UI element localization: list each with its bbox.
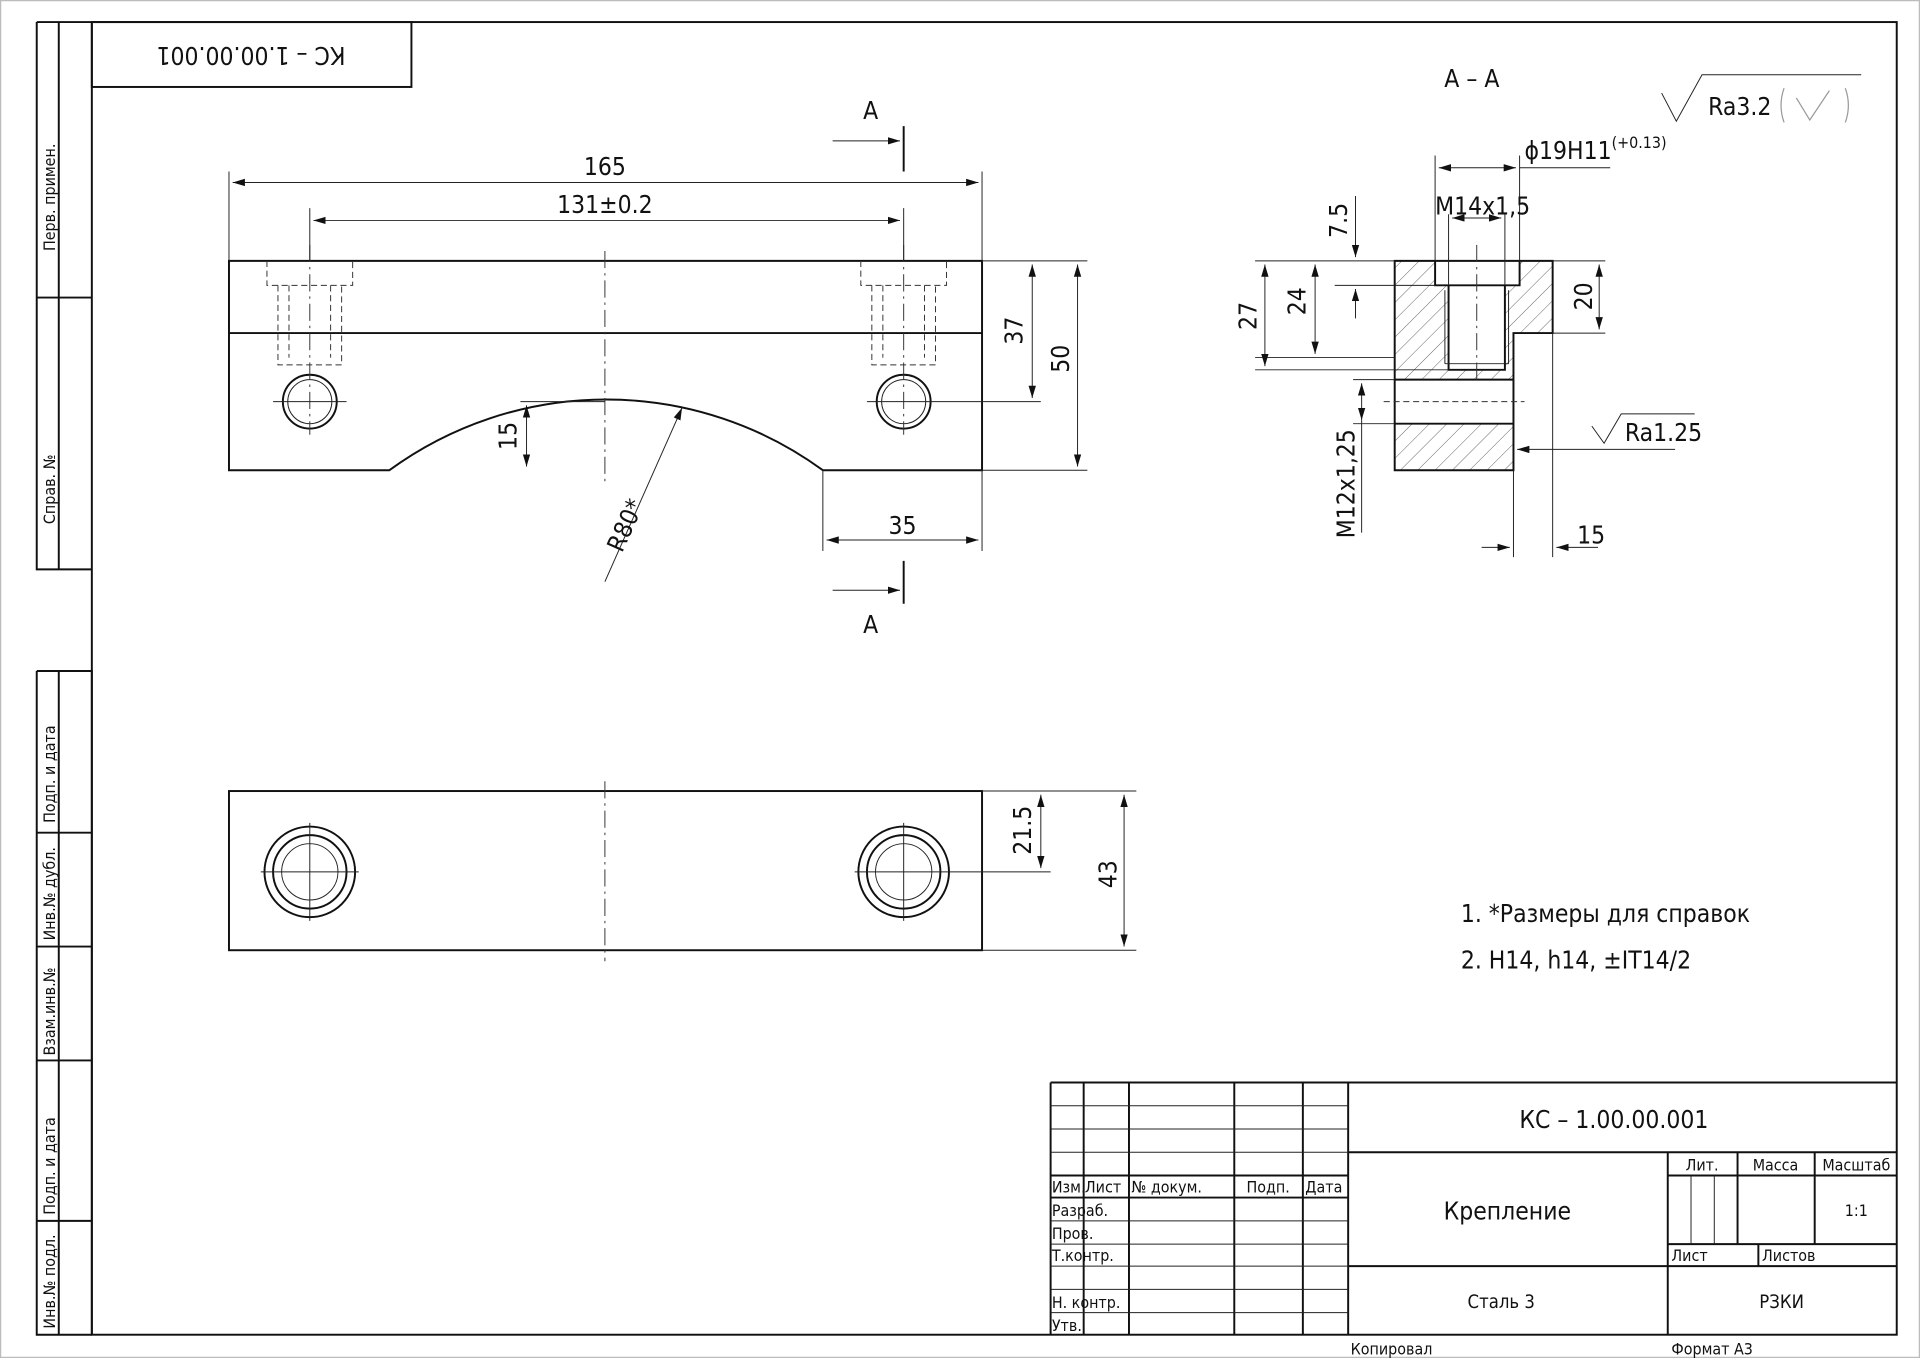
dim-37: 37 [999,317,1028,345]
thread-top-dim: M14x1,5 [1435,191,1530,220]
header-list: Лист [1085,1178,1121,1197]
dim-24: 24 [1282,287,1311,315]
section-mark-top: A [863,96,878,125]
hole-left [266,244,354,435]
dim-21-5: 21.5 [1008,806,1037,855]
dim-radius: R80* [601,495,650,556]
side-strip-labels: Перв. примен. Справ. № Подп. и дата Инв.… [40,144,59,1329]
top-view: 21.5 43 [228,781,1137,962]
role-developer: Разраб. [1052,1201,1108,1220]
scale-label: Масштаб [1822,1156,1890,1175]
roughness-general: Ra3.2 [1661,74,1862,123]
header-date: Дата [1305,1178,1342,1197]
scale-value: 1:1 [1845,1201,1868,1220]
mass-label: Масса [1753,1156,1799,1175]
dim-7-5: 7.5 [1324,203,1353,238]
strip-label: Справ. № [40,454,59,524]
section-a-a: А – А ϕ19H11(+0.13) M14x1,5 7.5 27 24 20… [1233,64,1702,558]
dim-27: 27 [1233,302,1262,330]
note-1: 1. *Размеры для справок [1461,899,1750,928]
sheets-label: Листов [1762,1246,1815,1265]
role-approved: Утв. [1052,1316,1082,1335]
strip-label: Инв.№ подл. [40,1234,59,1328]
header-izm: Изм. [1052,1178,1086,1197]
header-sign: Подп. [1247,1178,1290,1197]
strip-label: Подп. и дата [40,1117,59,1214]
strip-label: Перв. примен. [40,144,59,251]
dim-15: 15 [494,422,523,450]
strip-label: Подп. и дата [40,725,59,822]
frame [35,21,1898,1336]
dim-15-section: 15 [1577,521,1605,550]
dim-35: 35 [888,511,916,540]
role-tech-control: Т.контр. [1051,1246,1114,1265]
header-doc: № докум. [1131,1178,1202,1197]
notes: 1. *Размеры для справок 2. H14, h14, ±IT… [1461,899,1750,975]
dim-50: 50 [1046,345,1075,373]
part-name: Крепление [1444,1197,1571,1226]
designation: КС – 1.00.00.001 [1519,1105,1708,1134]
copied-label: Копировал [1351,1339,1433,1358]
format-label: Формат А3 [1671,1339,1753,1358]
role-checker: Пров. [1052,1224,1094,1243]
strip-label: Взам.инв.№ [40,967,59,1055]
note-2: 2. H14, h14, ±IT14/2 [1461,946,1691,975]
roughness-face: Ra1.25 [1625,418,1702,447]
rotated-stamp: КС – 1.00.00.001 [90,21,413,88]
front-view: 165 131±0.2 37 50 15 35 R80* A A [228,96,1088,639]
strip-label: Инв.№ дубл. [40,847,59,940]
role-norm-control: Н. контр. [1052,1293,1121,1312]
thread-side-dim: M12x1,25 [1331,429,1360,538]
dim-43: 43 [1094,860,1123,888]
dim-131: 131±0.2 [557,190,652,219]
stamp-text: КС – 1.00.00.001 [157,41,346,70]
counterbore-dim: ϕ19H11(+0.13) [1524,133,1666,165]
title-block: КС – 1.00.00.001 Крепление Сталь 3 РЗКИ … [1049,1081,1897,1358]
hole-right [860,244,1041,435]
sheet-label: Лист [1671,1246,1707,1265]
material: Сталь 3 [1468,1292,1535,1313]
section-title: А – А [1444,64,1499,93]
dim-20: 20 [1569,282,1598,310]
roughness-general-value: Ra3.2 [1708,92,1771,121]
section-mark-bottom: A [863,610,878,639]
lit-label: Лит. [1686,1156,1719,1175]
organization: РЗКИ [1759,1292,1804,1313]
dim-165: 165 [584,152,626,181]
